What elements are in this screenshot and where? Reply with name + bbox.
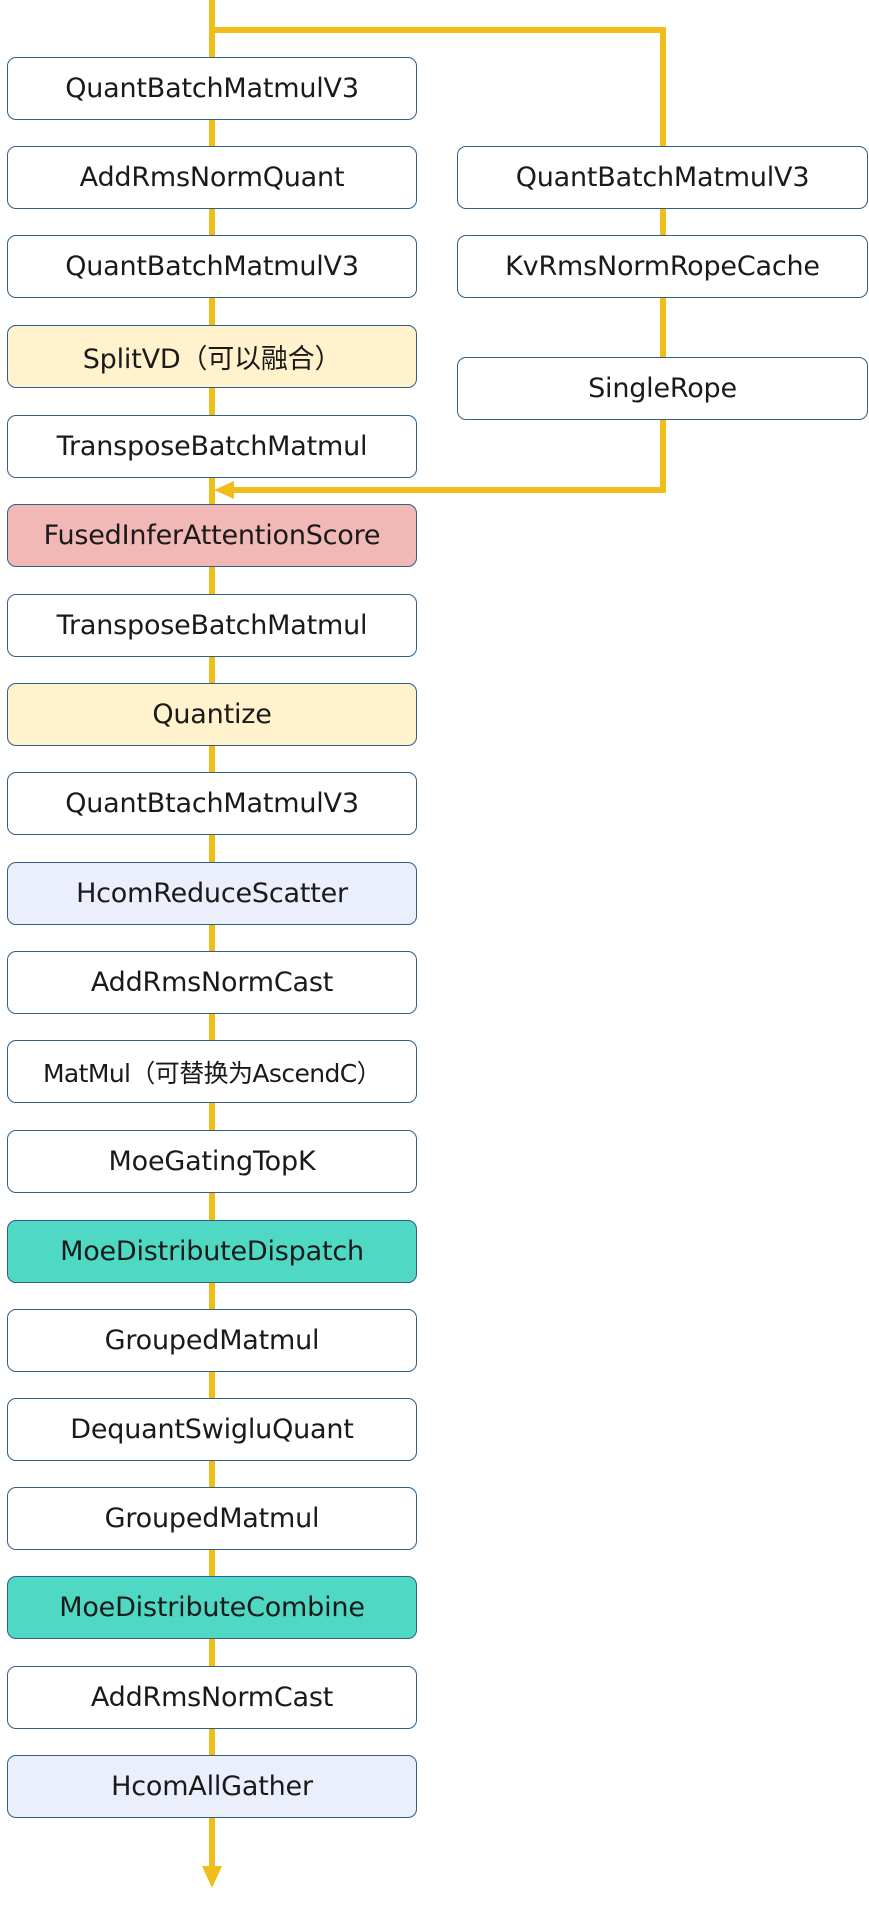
node-moe-distribute-dispatch: MoeDistributeDispatch xyxy=(7,1220,417,1283)
node-hcom-reduce-scatter: HcomReduceScatter xyxy=(7,862,417,925)
node-moe-gating-topk: MoeGatingTopK xyxy=(7,1130,417,1193)
node-add-rms-norm-quant: AddRmsNormQuant xyxy=(7,146,417,209)
node-moe-distribute-combine: MoeDistributeCombine xyxy=(7,1576,417,1639)
node-split-vd: SplitVD（可以融合） xyxy=(7,325,417,388)
node-quant-batch-matmul-v3-1: QuantBatchMatmulV3 xyxy=(7,57,417,120)
node-grouped-matmul-2: GroupedMatmul xyxy=(7,1487,417,1550)
node-transpose-batch-matmul-1: TransposeBatchMatmul xyxy=(7,415,417,478)
output-arrow-head xyxy=(202,1866,222,1888)
node-matmul: MatMul（可替换为AscendC） xyxy=(7,1040,417,1103)
node-transpose-batch-matmul-2: TransposeBatchMatmul xyxy=(7,594,417,657)
node-quant-btach-matmul-v3: QuantBtachMatmulV3 xyxy=(7,772,417,835)
node-grouped-matmul-1: GroupedMatmul xyxy=(7,1309,417,1372)
node-hcom-all-gather: HcomAllGather xyxy=(7,1755,417,1818)
node-kv-rms-norm-rope-cache: KvRmsNormRopeCache xyxy=(457,235,868,298)
node-branch-quant-batch-matmul-v3: QuantBatchMatmulV3 xyxy=(457,146,868,209)
node-add-rms-norm-cast-1: AddRmsNormCast xyxy=(7,951,417,1014)
node-quant-batch-matmul-v3-2: QuantBatchMatmulV3 xyxy=(7,235,417,298)
merge-arrow-head xyxy=(214,481,234,499)
node-single-rope: SingleRope xyxy=(457,357,868,420)
node-add-rms-norm-cast-2: AddRmsNormCast xyxy=(7,1666,417,1729)
node-fused-infer-attention-score: FusedInferAttentionScore xyxy=(7,504,417,567)
node-quantize: Quantize xyxy=(7,683,417,746)
node-dequant-swiglu-quant: DequantSwigluQuant xyxy=(7,1398,417,1461)
